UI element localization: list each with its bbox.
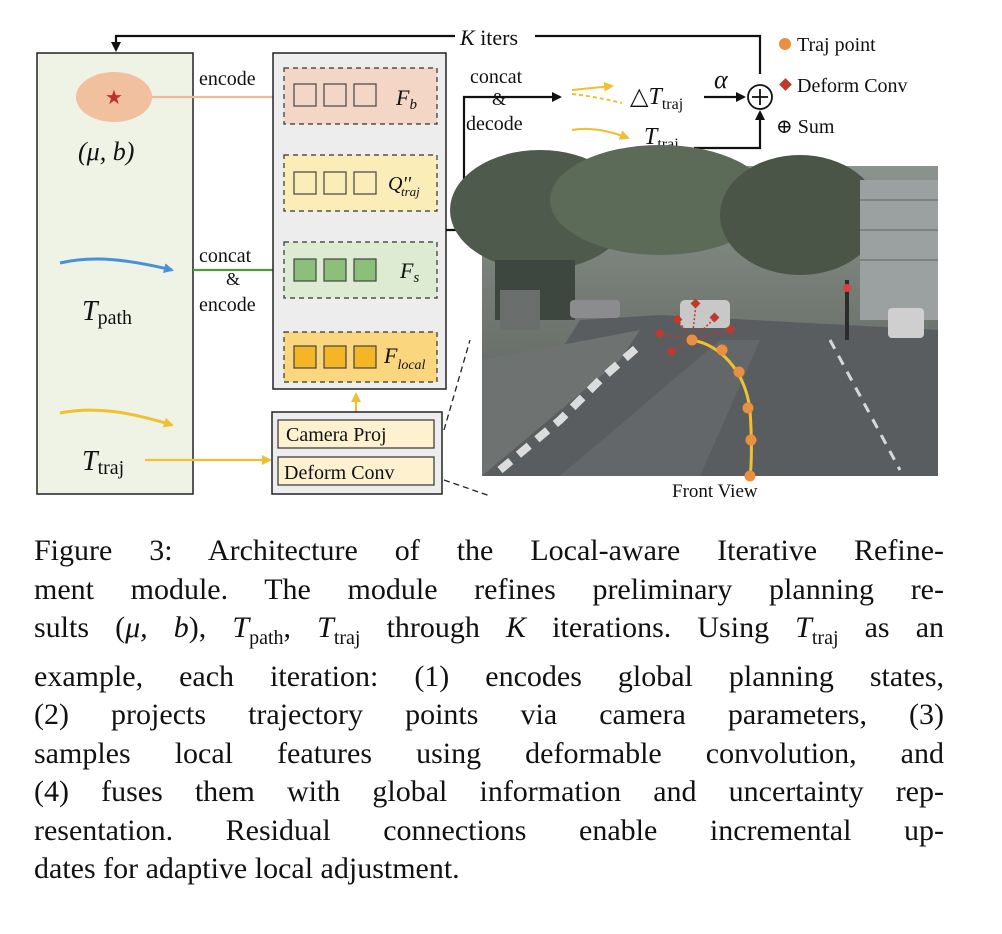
delta-traj-icon: [571, 93, 623, 104]
uncertainty-ellipse: [76, 72, 152, 122]
figure-caption: Figure 3: Architecture of the Local-awar…: [34, 532, 944, 889]
deform-samples: [654, 298, 736, 357]
mu-b-label: (μ, b): [78, 137, 134, 166]
feature-fb: [283, 67, 438, 125]
camera-proj-label: Camera Proj: [286, 424, 387, 446]
caption-line-5: (2) projects trajectory points via camer…: [34, 698, 944, 731]
alpha-label: α: [714, 65, 729, 94]
star-icon: ★: [105, 87, 123, 109]
t-traj-label: Ttraj: [82, 446, 124, 479]
amp-label: &: [226, 269, 240, 289]
traj-curve-icon: [59, 408, 174, 428]
q-label: Q''traj: [388, 173, 420, 199]
caption-line-2: ment module. The module refines prelimin…: [34, 572, 944, 606]
decode-output-line: [446, 92, 562, 232]
architecture-diagram: K iters ★ (μ, b) Tpath Ttraj encode conc…: [36, 22, 938, 502]
concat-decode-3: decode: [466, 113, 523, 135]
camera-proj-box: [277, 419, 435, 449]
legend-traj-point: Traj point: [797, 34, 876, 56]
front-view-image: [450, 145, 938, 476]
feature-flocal: [283, 331, 438, 383]
caption-line-4: example, each iteration: (1) encodes glo…: [34, 659, 944, 693]
front-view-label: Front View: [672, 481, 758, 502]
k-iters-loop: [111, 22, 762, 74]
concat-label: concat: [199, 245, 252, 267]
fb-label: Fb: [395, 85, 417, 113]
encode-label: encode: [199, 68, 256, 90]
encode2-label: encode: [199, 294, 256, 316]
legend-deform-conv: Deform Conv: [797, 75, 908, 97]
deform-conv-box: [277, 456, 435, 486]
feature-q: [283, 154, 438, 212]
caption-line-8: resentation. Residual connections enable…: [34, 813, 944, 847]
caption-line-1: Figure 3: Architecture of the Local-awar…: [34, 534, 944, 567]
flocal-label: Flocal: [383, 343, 426, 373]
deform-legend-icon: [779, 78, 792, 91]
traj-point-legend-icon: [779, 38, 791, 50]
deform-conv-label: Deform Conv: [284, 462, 395, 484]
t-path-label: Tpath: [82, 296, 132, 329]
path-curve-icon: [59, 257, 174, 274]
caption-line-9: dates for adaptive local adjustment.: [34, 852, 460, 885]
caption-line-3: sults (μ, b), Tpath, Ttraj through K ite…: [34, 611, 945, 649]
fs-label: Fs: [399, 258, 419, 286]
caption-line-6: samples local features using deformable …: [34, 736, 944, 770]
concat-decode-1: concat: [470, 66, 523, 88]
feature-fs: [283, 241, 438, 299]
delta-t-label: △Ttraj: [630, 84, 683, 113]
caption-line-7: (4) fuses them with global information a…: [34, 775, 944, 808]
traj-points: [686, 334, 757, 482]
k-iters-label: K iters: [459, 25, 518, 50]
legend-sum: ⊕ Sum: [776, 116, 835, 138]
sum-icon: [747, 84, 773, 110]
traj-out-icon: [571, 127, 630, 140]
concat-decode-2: &: [492, 89, 506, 109]
